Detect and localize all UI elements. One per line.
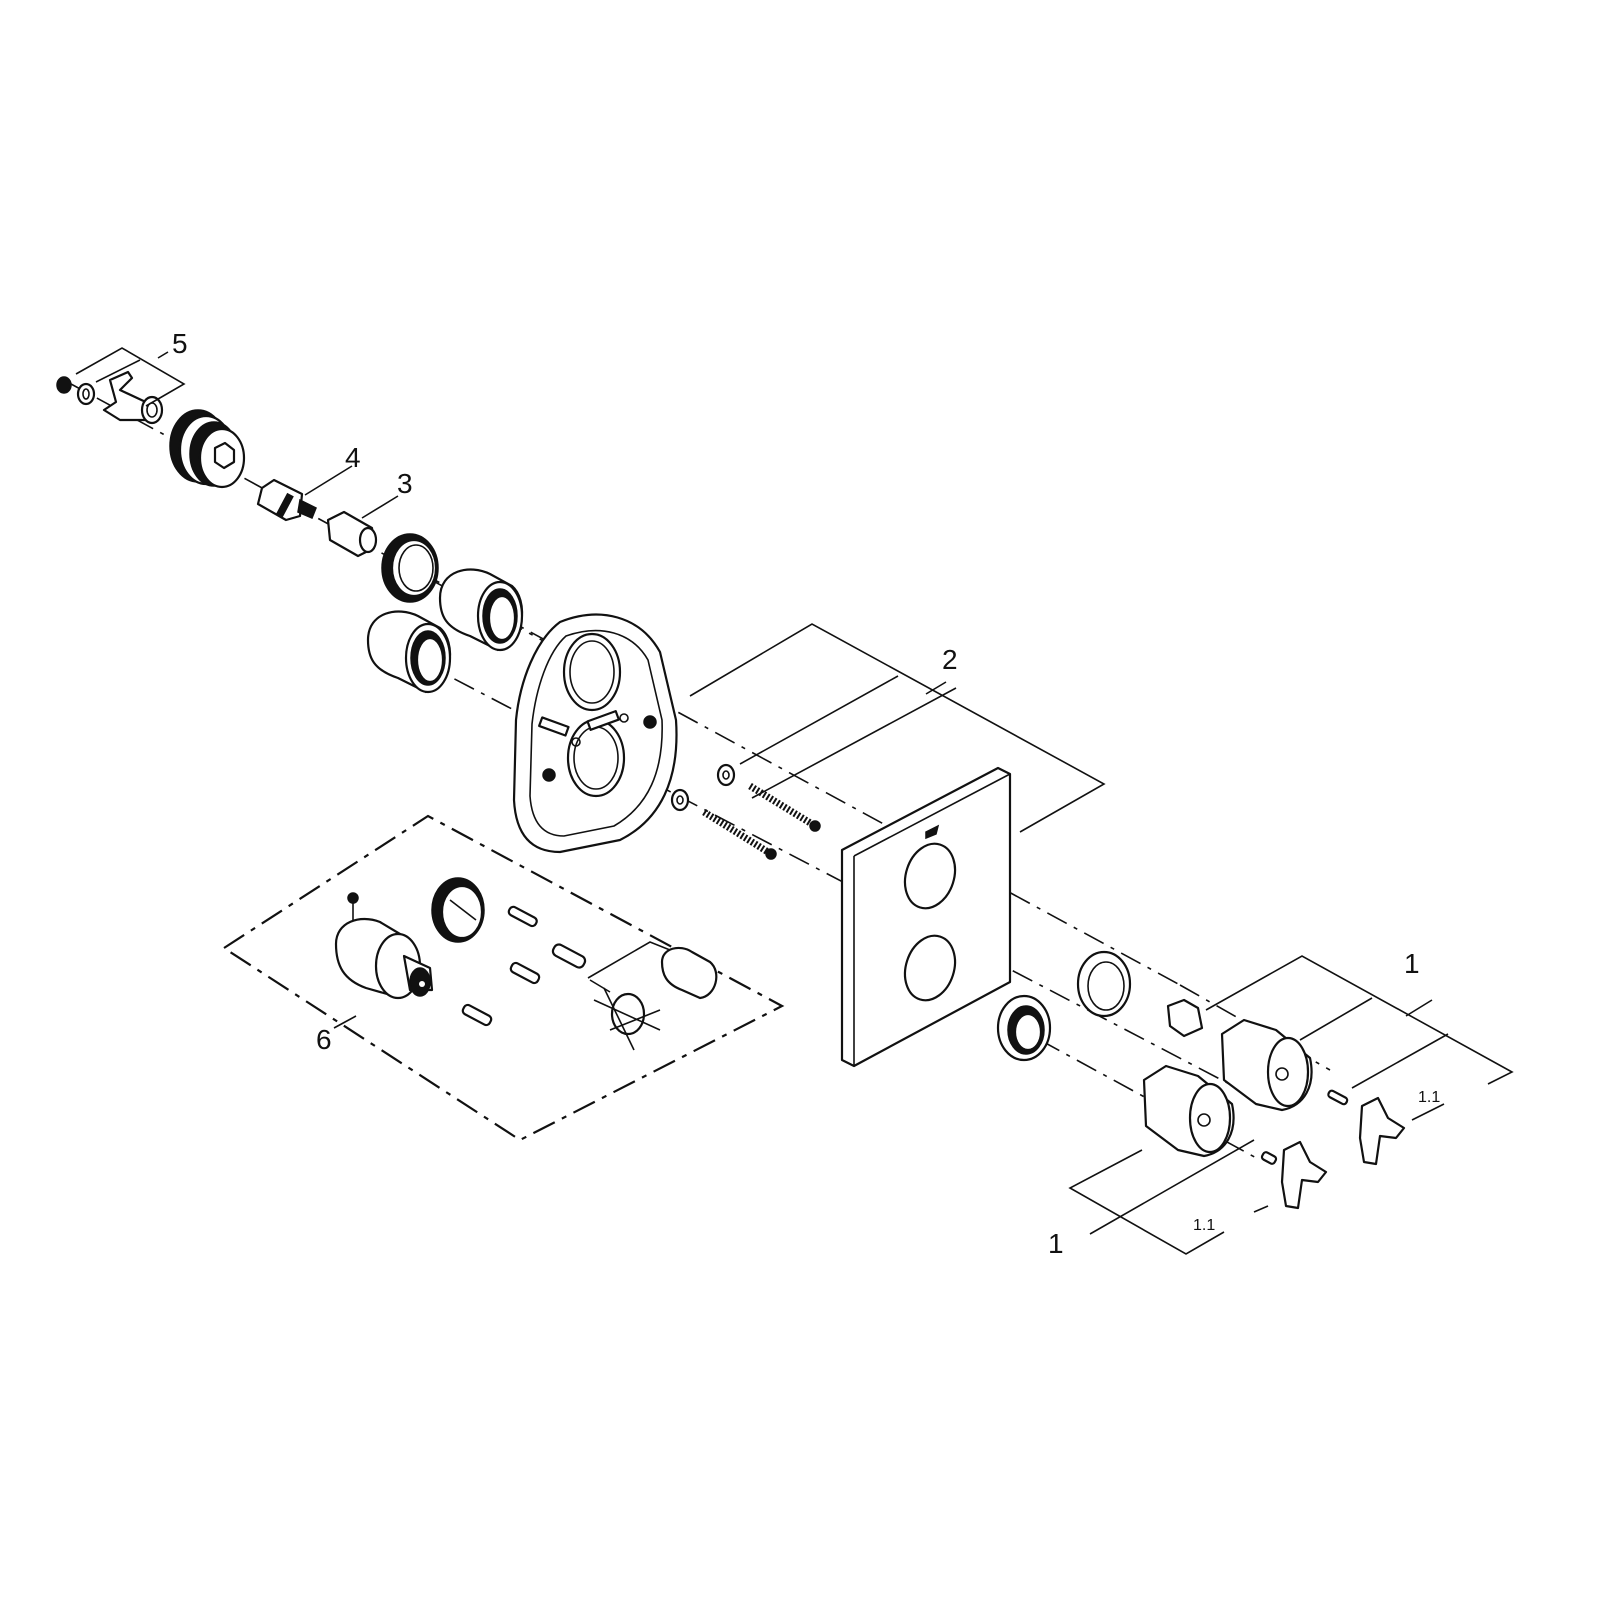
mounting-bracket-plate <box>512 613 678 854</box>
callout-1-1-lower: 1.1 <box>1193 1217 1216 1234</box>
axis-lines <box>59 377 1331 1161</box>
sleeve-lower <box>366 610 452 694</box>
callout-1-1-upper: 1.1 <box>1418 1089 1441 1106</box>
callout-4: 4 <box>345 442 361 473</box>
sleeve-upper <box>438 568 524 652</box>
part-6-cartridge-kit <box>221 814 785 1142</box>
trim-rings <box>996 950 1204 1062</box>
valve-body-part <box>169 409 246 489</box>
sealing-ring <box>381 533 439 603</box>
callout-2: 2 <box>942 644 958 675</box>
callout-6: 6 <box>316 1024 332 1055</box>
part-2-cover-plate-set <box>670 623 1106 1068</box>
callout-5: 5 <box>172 328 188 359</box>
part-3-adapter <box>326 495 399 558</box>
callout-3: 3 <box>397 468 413 499</box>
part-4-check-valve <box>256 465 353 522</box>
callout-1-lower: 1 <box>1048 1228 1064 1259</box>
callout-1-upper: 1 <box>1404 948 1420 979</box>
part-5-connection-set <box>56 347 186 425</box>
part-1-handles <box>1068 955 1514 1255</box>
